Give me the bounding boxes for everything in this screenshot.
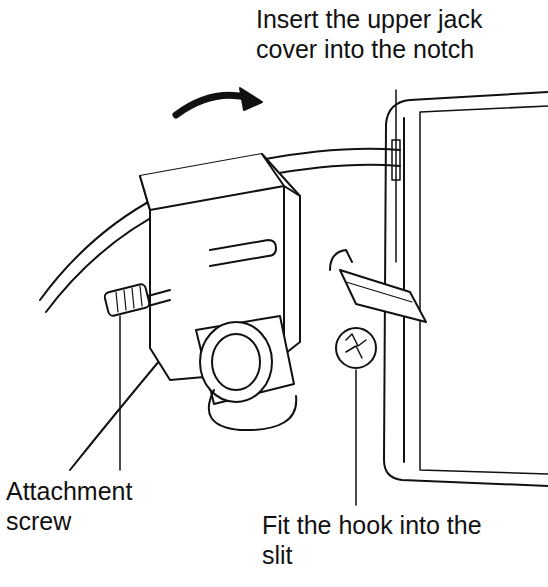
attachment-screw xyxy=(104,283,151,316)
callout-label: Insert the upper jack cover into the not… xyxy=(256,4,542,64)
screw-shaft xyxy=(148,290,170,306)
microphone-strap xyxy=(209,390,296,430)
hook-circle xyxy=(336,328,376,368)
jack-cover-hinge xyxy=(330,250,352,270)
holder-slot xyxy=(210,240,276,266)
camera-screen xyxy=(420,106,548,474)
leader-line xyxy=(355,370,357,505)
cable xyxy=(70,360,160,470)
arrow-head xyxy=(240,88,262,110)
microphone-capsule xyxy=(212,334,260,390)
microphone-body xyxy=(196,316,294,404)
leader-line xyxy=(119,316,121,470)
jack-cover xyxy=(340,270,426,322)
holder-edge xyxy=(284,186,300,350)
jack-cover-edge xyxy=(346,282,412,302)
screw-knurl xyxy=(116,286,142,312)
rotation-arrow xyxy=(176,95,250,115)
hook xyxy=(346,334,366,358)
camera-body xyxy=(384,92,548,486)
leader-line xyxy=(395,90,397,262)
microphone-capsule xyxy=(200,322,272,402)
holder-top xyxy=(140,154,284,210)
callout-label: Fit the hook into the slit xyxy=(262,510,490,570)
callout-label: Attachment screw xyxy=(6,476,156,536)
